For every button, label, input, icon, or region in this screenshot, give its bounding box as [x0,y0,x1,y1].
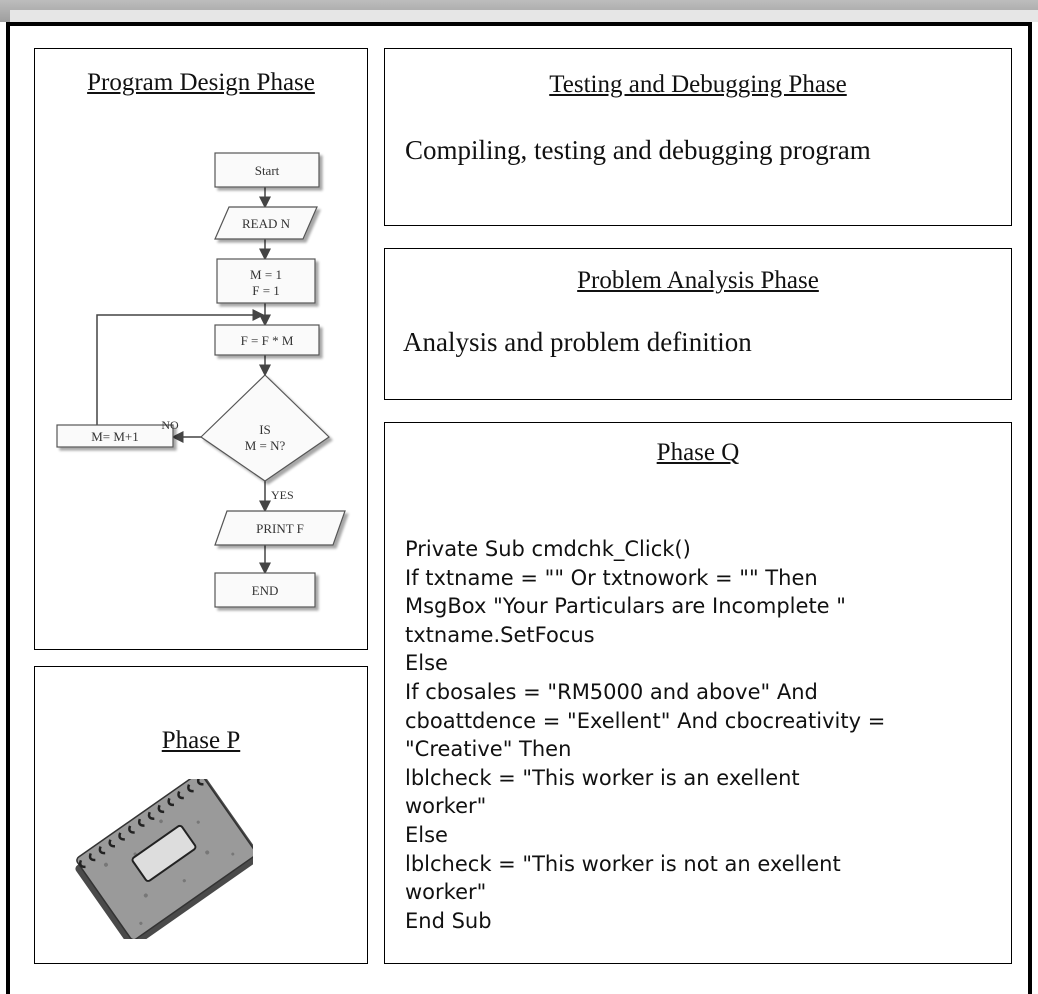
code-line: If cbosales = "RM5000 and above" And [405,679,818,704]
testing-debugging-phase-box: Testing and Debugging Phase Compiling, t… [384,48,1012,226]
flow-print [214,510,346,546]
code-line: End Sub [405,908,492,933]
code-line: worker" [405,794,487,819]
flow-decision-label-2: M = N? [245,438,286,453]
code-line: MsgBox "Your Particulars are Incomplete … [405,594,846,619]
code-line: lblcheck = "This worker is not an exelle… [405,851,841,876]
flow-init [216,258,316,304]
flow-compute-label: F = F * M [241,333,294,348]
phase-q-box: Phase Q Private Sub cmdchk_Click() If tx… [384,422,1012,964]
flow-yes-label: YES [271,488,294,502]
code-line: Else [405,651,448,676]
code-line: cboattdence = "Exellent" And cbocreativi… [405,708,886,733]
problem-analysis-phase-box: Problem Analysis Phase Analysis and prob… [384,248,1012,400]
top-bar [0,0,1038,22]
flow-read-label: READ N [242,216,291,231]
flow-start-label: Start [255,163,280,178]
flow-start [214,152,320,188]
flow-decision [200,374,330,482]
problem-analysis-phase-title: Problem Analysis Phase [577,267,819,294]
flow-init-m-label: M = 1 [250,267,282,282]
notebook-icon [75,779,253,939]
code-line: lblcheck = "This worker is an exellent [405,765,800,790]
program-design-phase-title: Program Design Phase [87,69,315,96]
flow-increment-label: M= M+1 [91,429,139,444]
code-line: Else [405,822,448,847]
program-design-phase-box: Program Design Phase [34,48,368,650]
phase-q-title: Phase Q [656,439,740,466]
testing-debugging-phase-text: Compiling, testing and debugging program [405,135,871,165]
flowchart: Start READ N M = 1 F = 1 F = F * M IS M … [56,152,346,608]
flow-decision-label-1: IS [259,422,271,437]
phase-p-box: Phase P [34,666,368,964]
code-line: txtname.SetFocus [405,622,595,647]
code-line: "Creative" Then [405,737,572,762]
code-line: Private Sub cmdchk_Click() [405,537,691,561]
code-line: worker" [405,880,487,905]
flow-end-label: END [252,583,279,598]
code-line: If txtname = "" Or txtnowork = "" Then [405,565,818,590]
phase-q-code: Private Sub cmdchk_Click() If txtname = … [405,535,999,935]
flow-increment [56,424,174,448]
flow-end [214,572,316,608]
phase-p-title: Phase P [161,727,241,754]
problem-analysis-phase-text: Analysis and problem definition [403,327,752,357]
flow-print-label: PRINT F [256,521,304,536]
diagram-frame [6,22,1032,994]
flow-compute [214,324,320,356]
flow-no-label: NO [161,418,179,432]
flow-init-f-label: F = 1 [252,283,280,298]
testing-debugging-phase-title: Testing and Debugging Phase [549,71,847,98]
flow-read [214,206,318,240]
